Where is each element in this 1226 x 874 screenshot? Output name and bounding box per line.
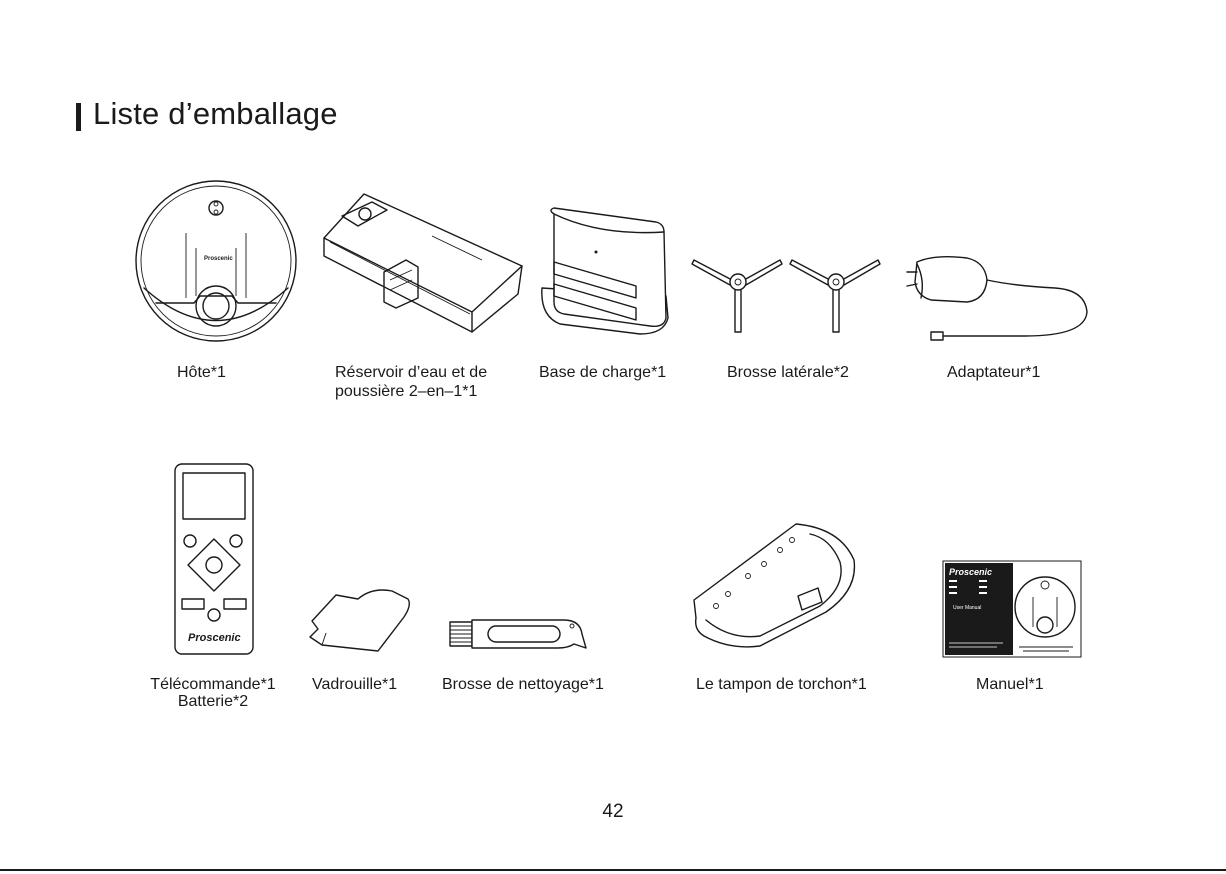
adapter-icon xyxy=(905,250,1090,340)
item-brush xyxy=(690,250,885,332)
item-mop-pad xyxy=(690,520,860,650)
caption-mop-pad: Le tampon de torchon*1 xyxy=(696,675,867,694)
water-dust-tank-icon xyxy=(322,190,527,335)
item-cleaning-brush xyxy=(448,612,590,654)
item-adapter xyxy=(905,250,1090,340)
caption-manual: Manuel*1 xyxy=(976,675,1044,694)
remote-control-icon: Proscenic xyxy=(174,463,254,655)
side-brush-icon xyxy=(690,250,885,332)
caption-adapter: Adaptateur*1 xyxy=(947,363,1040,382)
caption-host: Hôte*1 xyxy=(177,363,226,382)
mop-pad-icon xyxy=(690,520,860,650)
caption-tank-line2: poussière 2–en–1*1 xyxy=(335,382,477,401)
caption-cleaning-brush: Brosse de nettoyage*1 xyxy=(442,675,604,694)
title-accent-bar xyxy=(76,103,81,131)
item-remote: Proscenic xyxy=(174,463,254,655)
manual-booklet-icon: Proscenic User Manual xyxy=(943,561,1081,657)
cleaning-brush-icon xyxy=(448,612,590,654)
item-tank xyxy=(322,190,527,335)
item-host: Proscenic xyxy=(134,178,304,348)
caption-mop: Vadrouille*1 xyxy=(312,675,397,694)
item-mop xyxy=(308,583,412,653)
mop-cloth-icon xyxy=(308,583,412,653)
host-logo: Proscenic xyxy=(204,256,233,262)
remote-logo: Proscenic xyxy=(188,632,241,644)
item-manual: Proscenic User Manual xyxy=(943,561,1081,657)
caption-base: Base de charge*1 xyxy=(539,363,666,382)
item-base xyxy=(540,206,672,336)
charging-base-icon xyxy=(540,206,672,336)
bottom-rule xyxy=(0,869,1226,871)
page-title: Liste d’emballage xyxy=(93,96,338,132)
robot-vacuum-icon: Proscenic xyxy=(134,178,304,348)
caption-remote-line2: Batterie*2 xyxy=(138,692,288,711)
manual-cover-label: User Manual xyxy=(953,605,981,611)
manual-logo: Proscenic xyxy=(949,567,992,577)
caption-brush: Brosse latérale*2 xyxy=(727,363,849,382)
caption-tank-line1: Réservoir d’eau et de xyxy=(335,363,487,382)
page-number: 42 xyxy=(0,801,1226,823)
